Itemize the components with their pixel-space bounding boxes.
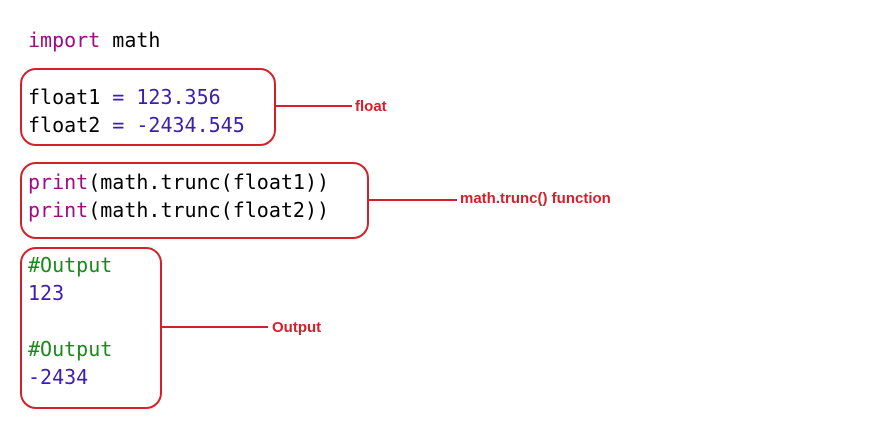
print1-args: (math.trunc(float1)) (88, 170, 330, 194)
output1-value: 123 (28, 281, 65, 305)
trunc-leader-line (369, 199, 457, 201)
print1-line: print(math.trunc(float1)) (28, 168, 329, 196)
print2-keyword: print (28, 198, 89, 222)
output1-comment-line: #Output (28, 251, 112, 279)
float1-assign: = (100, 85, 137, 109)
float2-value: -2434.545 (136, 113, 245, 137)
float-annotation: float (355, 98, 387, 115)
output-leader-line (162, 326, 268, 328)
output2-value: -2434 (28, 365, 89, 389)
float1-value: 123.356 (136, 85, 221, 109)
output-box (20, 247, 162, 409)
import-keyword: import (28, 28, 101, 52)
output1-comment: #Output (28, 253, 113, 277)
float1-name: float1 (28, 85, 101, 109)
trunc-box (20, 162, 369, 239)
print2-line: print(math.trunc(float2)) (28, 196, 329, 224)
print1-keyword: print (28, 170, 89, 194)
output-annotation: Output (272, 319, 322, 336)
float2-assign: = (100, 113, 137, 137)
import-line: import math (28, 26, 160, 54)
output2-comment-line: #Output (28, 335, 112, 363)
import-module: math (100, 28, 161, 52)
float-box (20, 68, 276, 146)
output1-value-line: 123 (28, 279, 64, 307)
output2-comment: #Output (28, 337, 113, 361)
float1-line: float1 = 123.356 (28, 83, 221, 111)
trunc-annotation: math.trunc() function (460, 190, 611, 207)
output2-value-line: -2434 (28, 363, 88, 391)
float-leader-line (276, 105, 352, 107)
print2-args: (math.trunc(float2)) (88, 198, 330, 222)
float2-line: float2 = -2434.545 (28, 111, 245, 139)
float2-name: float2 (28, 113, 101, 137)
